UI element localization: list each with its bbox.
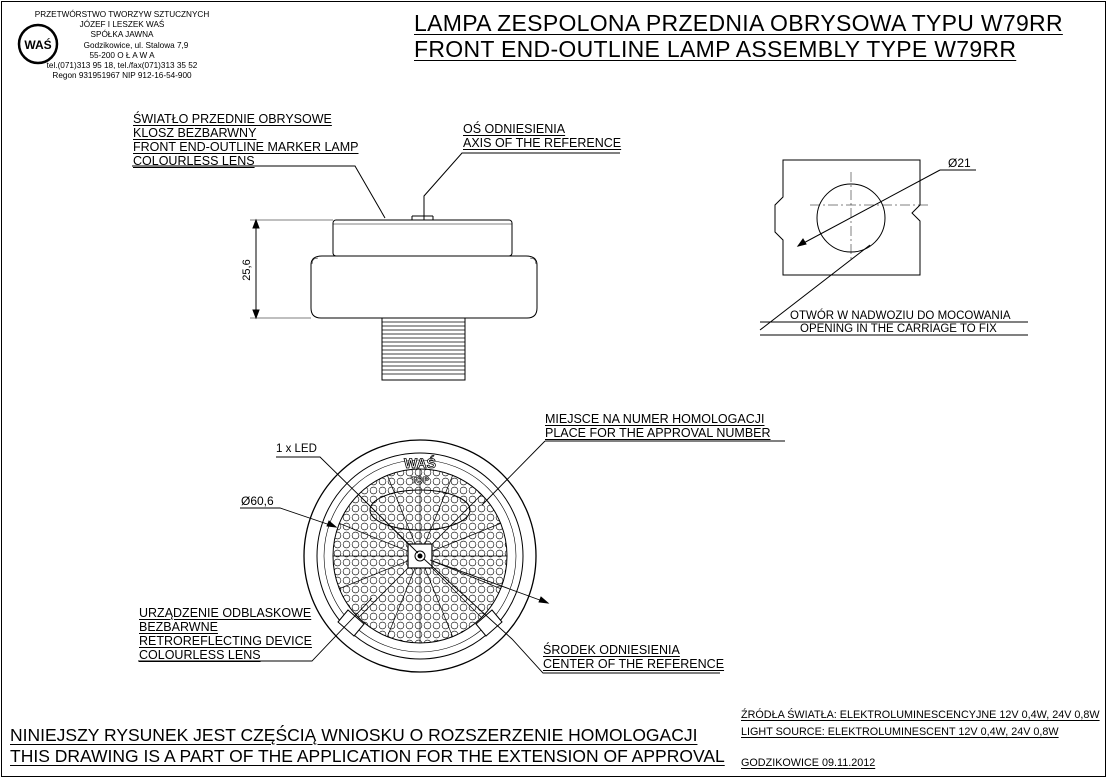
spec-pl: ŹRÓDŁA ŚWIATŁA: ELEKTROLUMINESCENCYJNE 1… bbox=[741, 709, 1100, 721]
company-line: JÓZEF I LESZEK WAŚ bbox=[79, 20, 165, 30]
label-line: FRONT END-OUTLINE MARKER LAMP bbox=[133, 140, 359, 154]
spec-en: LIGHT SOURCE: ELEKTROLUMINESCENT 12V 0,4… bbox=[741, 726, 1059, 738]
label-line: OPENING IN THE CARRIAGE TO FIX bbox=[800, 323, 997, 335]
label-line: RETROREFLECTING DEVICE bbox=[139, 634, 312, 648]
footer-pl: NINIEJSZY RYSUNEK JEST CZĘŚCIĄ WNIOSKU O… bbox=[10, 725, 698, 745]
company-line: tel.(071)313 95 18, tel./fax(071)313 35 … bbox=[46, 61, 198, 71]
title-pl: LAMPA ZESPOLONA PRZEDNIA OBRYSOWA TYPU W… bbox=[414, 10, 1063, 36]
label-led: 1 x LED bbox=[276, 443, 317, 455]
dim-height: 25,6 bbox=[241, 259, 253, 280]
label-line: URZĄDZENIE ODBLASKOWE bbox=[139, 606, 312, 620]
footer-en: THIS DRAWING IS A PART OF THE APPLICATIO… bbox=[10, 746, 725, 766]
was-mark: WAŚ bbox=[404, 454, 436, 471]
label-line: OŚ ODNIESIENIA bbox=[463, 122, 566, 136]
company-logo-text: WAŚ bbox=[24, 37, 51, 52]
label-line: BEZBARWNE bbox=[139, 620, 218, 634]
front-view bbox=[138, 439, 785, 674]
label-axis: OŚ ODNIESIENIA AXIS OF THE REFERENCE bbox=[463, 122, 621, 150]
company-line: Regon 931951967 NIP 912-16-54-900 bbox=[52, 71, 192, 81]
label-opening: OTWÓR W NADWOZIU DO MOCOWANIA OPENING IN… bbox=[790, 310, 1011, 336]
label-front-lamp: ŚWIATŁO PRZEDNIE OBRYSOWE KLOSZ BEZBARWN… bbox=[133, 112, 359, 168]
label-line: ŚWIATŁO PRZEDNIE OBRYSOWE bbox=[133, 112, 332, 126]
company-info: PRZETWÓRSTWO TWORZYW SZTUCZNYCH JÓZEF I … bbox=[22, 10, 222, 81]
hole-view bbox=[759, 159, 1028, 336]
company-line: PRZETWÓRSTWO TWORZYW SZTUCZNYCH bbox=[34, 10, 210, 19]
label-line: PLACE FOR THE APPROVAL NUMBER bbox=[545, 426, 771, 440]
company-logo: WAŚ bbox=[17, 23, 59, 65]
label-line: MIEJSCE NA NUMER HOMOLOGACJI bbox=[545, 412, 765, 426]
label-center: ŚRODEK ODNIESIENIA CENTER OF THE REFEREN… bbox=[543, 643, 724, 671]
dim-lamp-dia: Ø60,6 bbox=[241, 494, 274, 508]
label-line: OTWÓR W NADWOZIU DO MOCOWANIA bbox=[790, 310, 1011, 322]
label-retroreflector: URZĄDZENIE ODBLASKOWE BEZBARWNE RETROREF… bbox=[139, 606, 312, 662]
label-line: KLOSZ BEZBARWNY bbox=[133, 126, 257, 140]
company-line: SPÓŁKA JAWNA bbox=[90, 30, 154, 40]
company-line: Godzikowice, ul. Stalowa 7,9 bbox=[83, 40, 189, 50]
label-line: ŚRODEK ODNIESIENIA bbox=[543, 643, 680, 657]
label-line: COLOURLESS LENS bbox=[139, 648, 261, 662]
label-line: COLOURLESS LENS bbox=[133, 154, 255, 168]
company-line: 55-200 O Ł A W A bbox=[89, 50, 155, 60]
label-line: AXIS OF THE REFERENCE bbox=[463, 136, 622, 150]
label-line: CENTER OF THE REFERENCE bbox=[543, 657, 725, 671]
side-view bbox=[132, 152, 620, 381]
top-mark: TOP bbox=[411, 475, 429, 485]
label-approval-place: MIEJSCE NA NUMER HOMOLOGACJI PLACE FOR T… bbox=[545, 412, 771, 440]
title-en: FRONT END-OUTLINE LAMP ASSEMBLY TYPE W79… bbox=[414, 36, 1017, 62]
dim-hole-dia: Ø21 bbox=[948, 156, 971, 170]
place-date: GODZIKOWICE 09.11.2012 bbox=[741, 757, 876, 769]
